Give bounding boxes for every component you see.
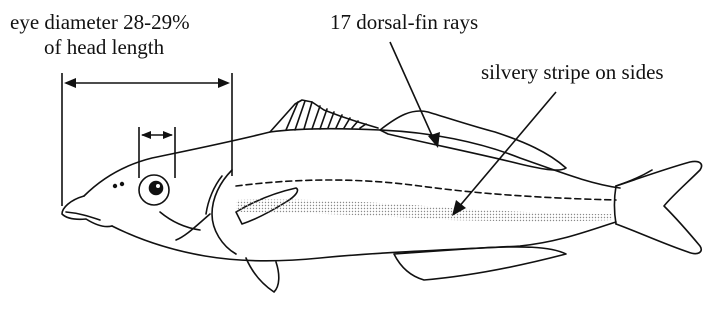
nostrils [114, 183, 124, 188]
dorsal-rays-label: 17 dorsal-fin rays [330, 10, 478, 34]
eye-diameter-label-line1: eye diameter 28-29% [10, 10, 190, 34]
anal-fin [394, 247, 566, 280]
eye-diameter-measure [139, 127, 175, 178]
eye [139, 175, 169, 205]
gill-cover [160, 170, 236, 254]
silvery-stripe-label: silvery stripe on sides [481, 60, 664, 84]
eye-diameter-label-line2: of head length [44, 35, 164, 59]
head-length-measure [62, 73, 232, 206]
silvery-stripe [236, 199, 612, 221]
second-dorsal-fin [380, 111, 566, 170]
caudal-fin [616, 161, 702, 253]
fish-body [62, 129, 652, 261]
pelvic-fin [246, 258, 279, 292]
first-dorsal-fin [270, 100, 378, 132]
